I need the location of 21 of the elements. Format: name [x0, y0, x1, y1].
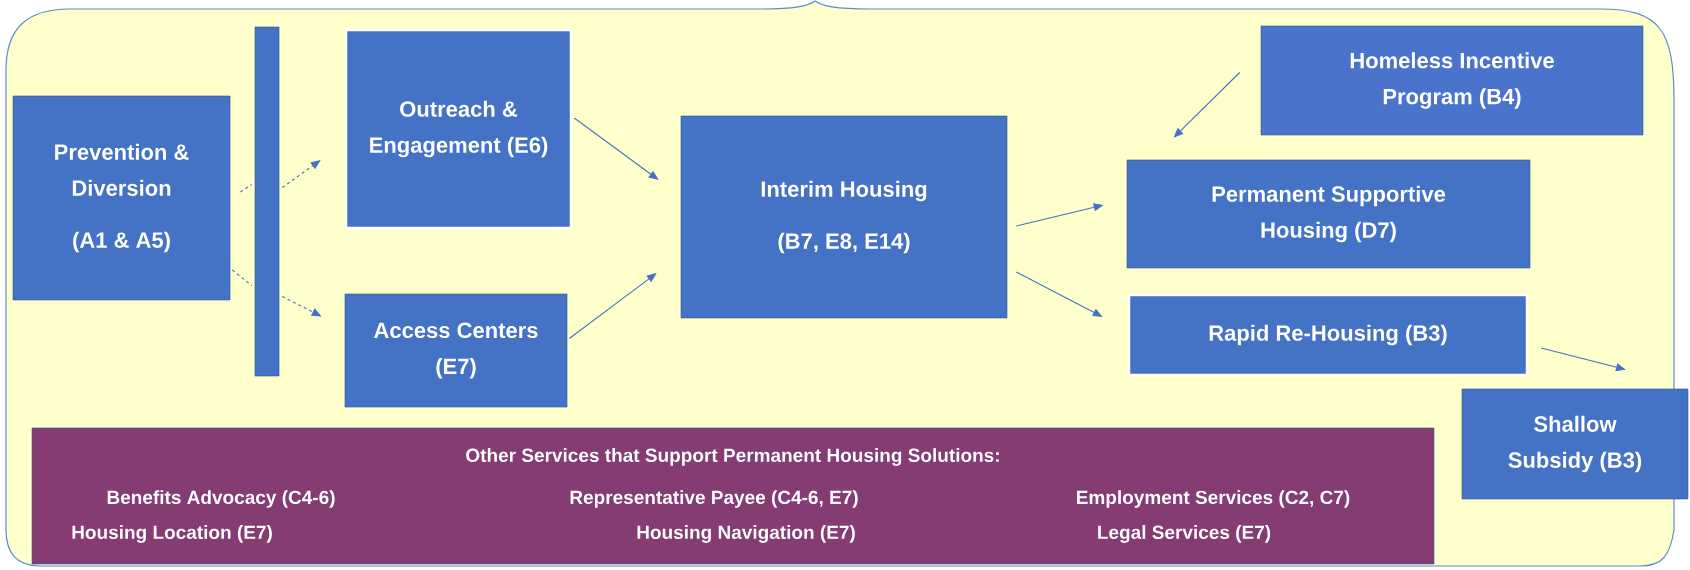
services-panel: [31, 427, 1435, 565]
process-box: Interim Housing (B7, E8, E14): [680, 115, 1008, 319]
process-box: Prevention & Diversion (A1 & A5): [12, 95, 231, 301]
service-item: Employment Services (C2, C7): [1077, 490, 1350, 508]
process-box: Permanent Supportive Housing (D7): [1126, 159, 1531, 269]
service-item: Housing Location (E7): [72, 525, 272, 543]
arrow: [1540, 347, 1626, 372]
arrow: [568, 273, 657, 340]
process-box: Rapid Re-Housing (B3): [1127, 293, 1529, 377]
process-box: Shallow Subsidy (B3): [1461, 388, 1689, 500]
vertical-bar: [254, 26, 280, 377]
process-box: Homeless Incentive Program (B4): [1260, 25, 1644, 136]
service-item: Housing Navigation (E7): [637, 525, 855, 543]
service-item: Benefits Advocacy (C4-6): [107, 490, 335, 508]
service-item: Legal Services (E7): [1098, 525, 1271, 543]
arrow: [281, 160, 321, 189]
service-item: Representative Payee (C4-6, E7): [570, 490, 858, 508]
arrow: [573, 117, 659, 180]
panel-heading: Other Services that Support Permanent Housing Solutions:: [466, 448, 999, 466]
process-box: Access Centers (E7): [344, 293, 568, 408]
process-box: Outreach & Engagement (E6): [344, 28, 573, 230]
